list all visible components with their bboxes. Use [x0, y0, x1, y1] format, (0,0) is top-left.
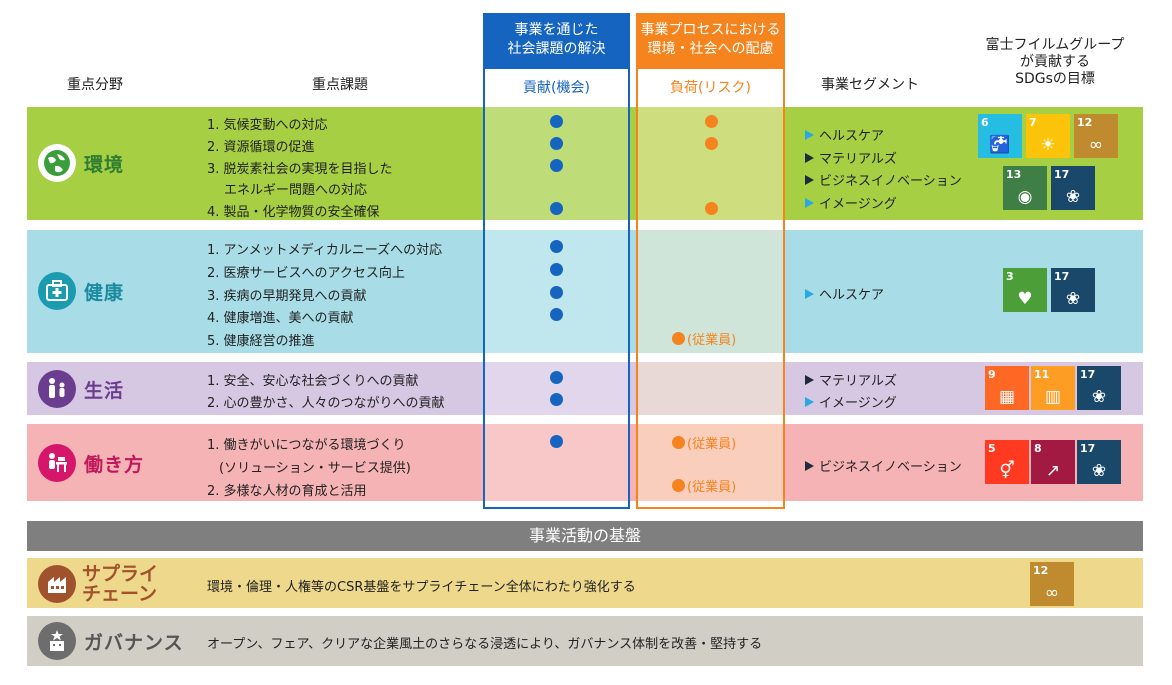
segment-item: ビジネスイノベーション [805, 456, 962, 475]
sdg-8-icon: 8↗ [1031, 440, 1075, 484]
opportunity-dot [550, 159, 563, 172]
band-governance [27, 616, 1143, 666]
triangle-icon [805, 174, 814, 185]
sdg-5-icon: 5⚥ [985, 440, 1029, 484]
triangle-icon [805, 129, 814, 140]
issue-health-2: 2. 医療サービスへのアクセス向上 [207, 266, 405, 281]
globe-icon [38, 144, 76, 182]
category-work: 働き方 [38, 444, 144, 482]
issue-health-5: 5. 健康経営の推進 [207, 334, 315, 349]
issue-env-3b: エネルギー問題への対応 [224, 183, 368, 198]
issue-env-1: 1. 気候変動への対応 [207, 118, 328, 133]
building-icon [38, 622, 76, 660]
triangle-icon [805, 288, 814, 299]
sdg-3-icon: 3♥ [1003, 268, 1047, 312]
issue-life-1: 1. 安全、安心な社会づくりへの貢献 [207, 374, 419, 389]
sdg-13-icon: 13◉ [1003, 166, 1047, 210]
opportunity-dot [550, 393, 563, 406]
header-sdgs: 富士フイルムグループ が貢献する SDGsの目標 [985, 37, 1125, 87]
worker-icon [38, 444, 76, 482]
band-life [27, 362, 1143, 415]
issue-health-4: 4. 健康増進、美への貢献 [207, 311, 354, 326]
segment-item: ビジネスイノベーション [805, 170, 962, 189]
triangle-icon [805, 197, 814, 208]
issue-env-3: 3. 脱炭素社会の実現を目指した [207, 162, 393, 177]
base-title-bar: 事業活動の基盤 [27, 521, 1143, 551]
risk-dot [705, 115, 718, 128]
column-risk-outline [636, 13, 785, 509]
sdg-17-icon: 17❀ [1051, 268, 1095, 312]
sdg-17-icon: 17❀ [1077, 440, 1121, 484]
opportunity-dot [550, 115, 563, 128]
sdg-6-icon: 6🚰 [978, 114, 1022, 158]
segment-item: マテリアルズ [805, 148, 897, 167]
band-supply-chain [27, 558, 1143, 608]
category-governance: ガバナンス [38, 622, 184, 660]
column-risk-label: 負荷(リスク) [670, 80, 751, 96]
risk-employee-note: (従業員) [672, 329, 736, 348]
issue-env-2: 2. 資源循環の促進 [207, 140, 315, 155]
opportunity-dot [550, 371, 563, 384]
column-risk-header: 事業プロセスにおける 環境・社会への配慮 [636, 13, 785, 69]
risk-dot [705, 202, 718, 215]
medical-kit-icon [38, 272, 76, 310]
governance-text: オープン、フェア、クリアな企業風土のさらなる浸透により、ガバナンス体制を改善・堅… [207, 637, 763, 652]
segment-item: イメージング [805, 392, 897, 411]
opportunity-dot [550, 263, 563, 276]
supply-chain-text: 環境・倫理・人権等のCSR基盤をサプライチェーン全体にわたり強化する [207, 580, 636, 595]
issue-work-1: 1. 働きがいにつながる環境づくり [207, 438, 406, 453]
triangle-icon [805, 396, 814, 407]
category-supply-chain: サプライ チェーン [38, 564, 158, 604]
segment-item: ヘルスケア [805, 284, 884, 303]
category-life: 生活 [38, 370, 124, 408]
sdg-12-icon: 12∞ [1030, 562, 1074, 606]
segment-item: マテリアルズ [805, 370, 897, 389]
opportunity-dot [550, 308, 563, 321]
family-icon [38, 370, 76, 408]
opportunity-dot [550, 202, 563, 215]
opportunity-dot [550, 240, 563, 253]
issue-work-1b: (ソリューション・サービス提供) [219, 461, 411, 476]
category-health: 健康 [38, 272, 124, 310]
triangle-icon [805, 374, 814, 385]
sdg-9-icon: 9▦ [985, 366, 1029, 410]
category-environment: 環境 [38, 144, 124, 182]
factory-icon [38, 565, 76, 603]
sdg-7-icon: 7☀ [1026, 114, 1070, 158]
opportunity-dot [550, 286, 563, 299]
issue-health-3: 3. 疾病の早期発見への貢献 [207, 289, 367, 304]
segment-item: ヘルスケア [805, 125, 884, 144]
column-opportunity-outline [483, 13, 630, 509]
issue-work-2: 2. 多様な人材の育成と活用 [207, 484, 367, 499]
risk-employee-note: (従業員) [672, 476, 736, 495]
band-health [27, 230, 1143, 353]
header-issue: 重点課題 [312, 77, 368, 93]
column-opportunity-header: 事業を通じた 社会課題の解決 [483, 13, 630, 69]
opportunity-dot [550, 435, 563, 448]
column-opportunity-label: 貢献(機会) [523, 80, 590, 96]
triangle-icon [805, 460, 814, 471]
opportunity-dot [550, 137, 563, 150]
sdg-12-icon: 12∞ [1074, 114, 1118, 158]
issue-life-2: 2. 心の豊かさ、人々のつながりへの貢献 [207, 396, 445, 411]
sdg-17-icon: 17❀ [1051, 166, 1095, 210]
header-area: 重点分野 [67, 77, 123, 93]
segment-item: イメージング [805, 193, 897, 212]
band-work [27, 424, 1143, 501]
issue-health-1: 1. アンメットメディカルニーズへの対応 [207, 243, 443, 258]
band-environment [27, 107, 1143, 220]
triangle-icon [805, 152, 814, 163]
issue-env-4: 4. 製品・化学物質の安全確保 [207, 205, 380, 220]
sdg-17-icon: 17❀ [1077, 366, 1121, 410]
risk-dot [705, 137, 718, 150]
header-segment: 事業セグメント [821, 77, 919, 93]
risk-employee-note: (従業員) [672, 433, 736, 452]
sdg-11-icon: 11▥ [1031, 366, 1075, 410]
